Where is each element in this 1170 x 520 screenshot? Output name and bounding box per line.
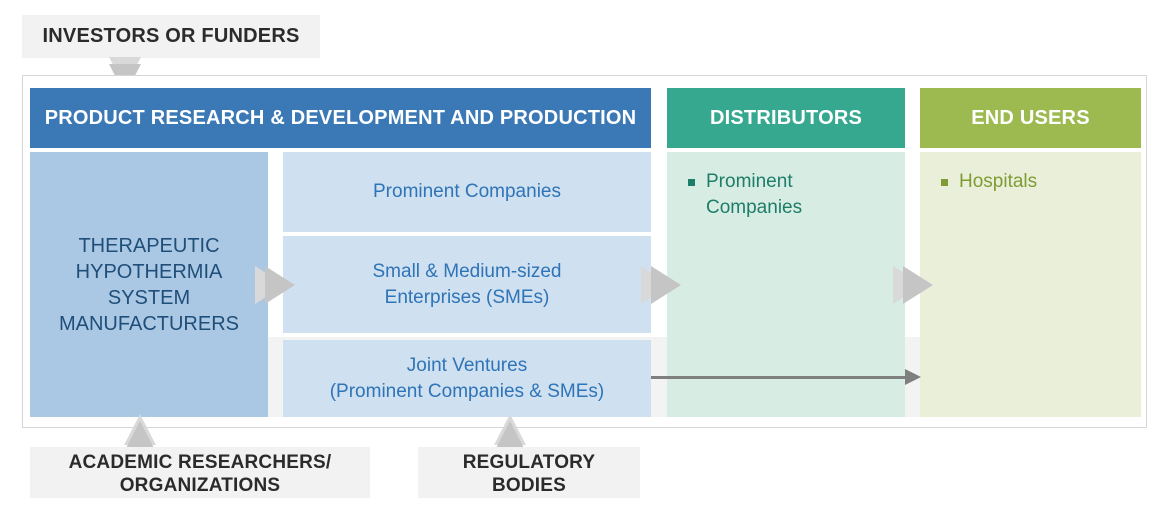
joint-ventures-text-line1: Joint Ventures [406, 354, 528, 376]
sme-text-line2: Enterprises (SMEs) [384, 286, 550, 308]
manufacturers-to-companies-arrow-icon [265, 266, 295, 304]
academic-label-line1: ACADEMIC RESEARCHERS/ [68, 452, 332, 473]
square-bullet-icon [941, 179, 948, 186]
sme-text: Small & Medium-sized Enterprises (SMEs) [373, 259, 562, 311]
regulatory-up-arrow-icon [494, 421, 526, 452]
end-users-stage-header-text: END USERS [971, 107, 1090, 129]
joint-ventures-text: Joint Ventures (Prominent Companies & SM… [330, 353, 605, 405]
distributors-stage-header: DISTRIBUTORS [667, 88, 905, 148]
investors-label: INVESTORS OR FUNDERS [22, 15, 320, 58]
companies-to-distributors-arrow-icon [651, 266, 681, 304]
sme-text-line1: Small & Medium-sized [372, 260, 562, 282]
sme-box: Small & Medium-sized Enterprises (SMEs) [283, 236, 651, 333]
rnd-stage-header: PRODUCT RESEARCH & DEVELOPMENT AND PRODU… [30, 88, 651, 148]
joint-ventures-to-end-users-arrow-line [651, 376, 907, 379]
end-users-list-item: Hospitals [941, 169, 1127, 195]
distributors-panel: Prominent Companies [667, 152, 905, 417]
academic-researchers-label: ACADEMIC RESEARCHERS/ ORGANIZATIONS [30, 447, 370, 498]
joint-ventures-box: Joint Ventures (Prominent Companies & SM… [283, 340, 651, 417]
prominent-companies-box: Prominent Companies [283, 152, 651, 232]
distributors-stage-header-text: DISTRIBUTORS [709, 107, 863, 129]
manufacturers-box: THERAPEUTIC HYPOTHERMIA SYSTEM MANUFACTU… [30, 152, 268, 417]
investors-label-text: INVESTORS OR FUNDERS [42, 25, 300, 47]
distributors-item-text: Prominent Companies [706, 171, 803, 218]
joint-ventures-to-end-users-arrowhead-icon [905, 369, 921, 385]
regulatory-bodies-label: REGULATORY BODIES [418, 447, 640, 498]
rnd-stage-header-text: PRODUCT RESEARCH & DEVELOPMENT AND PRODU… [44, 107, 637, 129]
end-users-panel: Hospitals [920, 152, 1141, 417]
academic-label-line2: ORGANIZATIONS [119, 475, 281, 496]
academic-up-arrow-icon [124, 421, 156, 452]
end-users-stage-header: END USERS [920, 88, 1141, 148]
prominent-companies-text: Prominent Companies [373, 181, 561, 202]
square-bullet-icon [688, 179, 695, 186]
distributors-list-item: Prominent Companies [688, 169, 891, 221]
distributors-to-end-users-arrow-icon [903, 266, 933, 304]
manufacturers-box-text: THERAPEUTIC HYPOTHERMIA SYSTEM MANUFACTU… [58, 234, 239, 335]
regulatory-label-line2: BODIES [491, 475, 567, 496]
joint-ventures-text-line2: (Prominent Companies & SMEs) [329, 380, 605, 402]
regulatory-label-line1: REGULATORY [462, 452, 596, 473]
end-users-item-text: Hospitals [959, 171, 1038, 192]
